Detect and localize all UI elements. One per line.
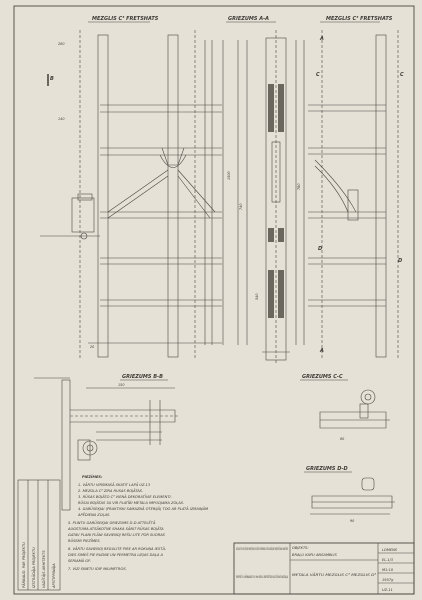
- dim-mid-left: 140: [58, 117, 64, 121]
- note-line: SERIAMĀ GP.: [68, 558, 91, 563]
- note-line: RŪSAI BOJĀTAS 3A VIR PLATĪBI METALA IMPU…: [78, 500, 184, 505]
- section-aa-view: GRIEZUMS A-A 1500 740 540: [226, 16, 290, 365]
- section-mark-c-right: C: [400, 72, 404, 78]
- section-mark-a-top: A: [319, 36, 324, 42]
- title-section-dd: GRIEZUMS D-D: [306, 466, 348, 472]
- dim-top-left: 280: [58, 42, 64, 46]
- note-line: 4. GARŪSEĶJAI (PRAKTISKI SAMAZNĀ OTERIJĀ…: [78, 506, 208, 511]
- title-front-right: MEZGLIS C³ FRETSHATS: [326, 16, 393, 22]
- sheet-border: [13, 5, 415, 595]
- title-block-object: BRAĻU KAPU ANSAMBLIS: [292, 553, 337, 557]
- title-block-drawing: METALA VĀRTU MEZGLIS C³ MEZGLIS D³: [292, 572, 377, 577]
- dim-section-h1: 1500: [227, 171, 231, 180]
- revision-strip: PĀRBAUD. PAR PROJEKTU IZSTRĀDĀJA PROJEKT…: [17, 479, 61, 591]
- note-line: DIES SIMEŠ PIE RUDNE UN PERMETRA LIEJAS …: [68, 552, 163, 557]
- section-mark-b: B: [50, 76, 54, 82]
- code-cell: 1957g: [382, 578, 394, 582]
- title-block-object-label: OBJEKTS:: [292, 546, 309, 550]
- note-line: 1. VĀRTU VIRSMASĀ SKATIT LAPĀ UZ-13: [78, 482, 151, 487]
- note-line: 3. RŪSAS BOJĀTO C³ VIENĀ DEKORATĪVIE ELE…: [78, 494, 172, 499]
- revision-line: PĀRBAUD. PAR PROJEKTU: [21, 542, 26, 588]
- section-mark-a-bottom: A: [319, 348, 324, 354]
- title-block-org: LATVIJAS PSR KULTŪRAS MINISTRIJAS KULTŪR…: [236, 546, 288, 551]
- front-view-left: MEZGLIS C³ FRETSHATS B 28: [40, 16, 224, 360]
- note-line: GATAV PLANI PLĀNI SAVIENOJ REŠU LITE POR…: [68, 532, 166, 537]
- note-line: 5. PLINTU GARŪSEĶJAI GRIEZUMS D-D ATTELĒ…: [68, 520, 156, 525]
- revision-line: APSTIPRINĀJA: [51, 563, 56, 589]
- title-front-left: MEZGLIS C³ FRETSHATS: [92, 16, 159, 22]
- code-cell: UZ-11: [382, 588, 393, 592]
- title-section-cc: GRIEZUMS C-C: [302, 374, 343, 380]
- dim-right-h: 780: [297, 184, 301, 190]
- code-cell: EL-1/3: [382, 558, 394, 562]
- dim-bb-width: 150: [118, 383, 124, 387]
- section-bb-view: GRIEZUMS B-B 150: [34, 374, 180, 511]
- note-line: 7. VIZI SINETU IDIP MILIMETROS.: [68, 567, 127, 571]
- note-line: 2. MEZGLA C³ ZIRA RUSAS BOJĀTAS.: [78, 488, 143, 493]
- notes-block: PIEZĪMES: 1. VĀRTU VIRSMASĀ SKATIT LAPĀ …: [67, 474, 208, 571]
- note-line: RŪSSMI PIEZĪMES.: [68, 538, 101, 543]
- notes-heading: PIEZĪMES:: [82, 474, 103, 479]
- revision-line: IZSTRĀDĀJA PROJEKTU: [31, 547, 36, 588]
- section-mark-d: D: [318, 246, 322, 252]
- section-cc-view: GRIEZUMS C-C 80: [300, 374, 390, 441]
- code-cell: LOMENS: [382, 548, 398, 552]
- revision-line: VADĪTĀJS ARHITEKTS: [41, 550, 46, 588]
- dim-section-h2: 740: [239, 204, 243, 210]
- note-line: APĒDIENA ZOĻAS.: [77, 512, 110, 517]
- section-mark-c: C: [316, 72, 320, 78]
- dim-dd-width: 90: [350, 519, 354, 523]
- dim-cc-width: 80: [340, 437, 344, 441]
- dim-bottom-left: 20: [90, 345, 94, 349]
- title-block: LATVIJAS PSR KULTŪRAS MINISTRIJAS KULTŪR…: [233, 542, 415, 595]
- section-dd-view: GRIEZUMS D-D 90: [304, 466, 395, 523]
- title-section-bb: GRIEZUMS B-B: [122, 374, 163, 380]
- note-line: 6. VĀRTU SAVIENOJ REGULITE PIRE AR ROKUŅ…: [68, 546, 167, 551]
- title-section-aa: GRIEZUMS A-A: [228, 16, 269, 22]
- section-mark-d-right: D: [398, 258, 402, 264]
- code-cell: M1:10: [382, 568, 394, 572]
- title-block-ministry: PASPŪTI: VĀRNAVAS PILI 9a SEKLU KOPSĒTAS…: [236, 574, 288, 579]
- note-line: AUGSTUMA ATSĀKOTNE SHAKA SĀNIT RŪSAS BOJ…: [67, 526, 164, 531]
- front-view-right: MEZGLIS C³ FRETSHATS A C C D D A 780: [295, 16, 404, 360]
- dim-section-h3: 540: [255, 294, 259, 300]
